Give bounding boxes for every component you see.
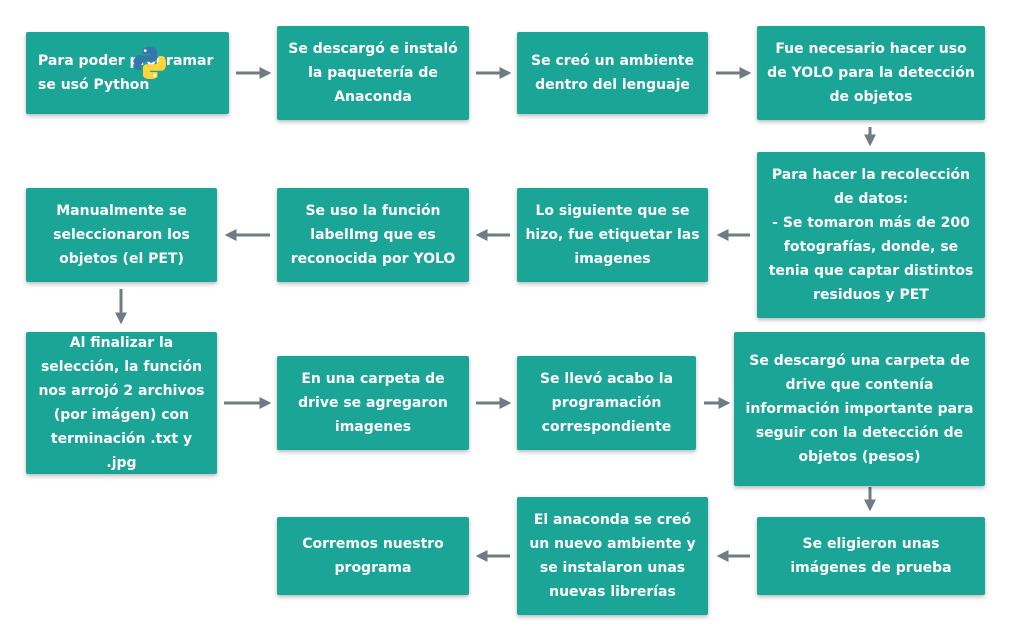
step-14-box: El anaconda se creó un nuevo ambiente y … <box>517 497 708 615</box>
step-10-text: En una carpeta de drive se agregaron ima… <box>298 371 448 435</box>
step-10-box: En una carpeta de drive se agregaron ima… <box>277 356 469 450</box>
step-7-box: Se uso la función labelImg que es recono… <box>277 188 469 282</box>
python-logo-icon <box>134 47 166 79</box>
step-4-box: Fue necesario hacer uso de YOLO para la … <box>757 26 985 120</box>
step-9-box: Al finalizar la selección, la función no… <box>26 332 217 474</box>
step-4-text: Fue necesario hacer uso de YOLO para la … <box>767 41 975 105</box>
step-11-text: Se llevó acabo la programación correspon… <box>539 371 674 435</box>
step-8-box: Manualmente se seleccionaron los objetos… <box>26 188 217 282</box>
step-13-box: Se eligieron unas imágenes de prueba <box>757 517 985 595</box>
step-3-text: Se creó un ambiente dentro del lenguaje <box>531 53 694 93</box>
step-11-box: Se llevó acabo la programación correspon… <box>517 356 696 450</box>
step-1-text: Para poder programar se usó Python <box>38 53 214 93</box>
step-12-box: Se descargó una carpeta de drive que con… <box>734 332 985 486</box>
step-13-text: Se eligieron unas imágenes de prueba <box>790 536 952 576</box>
step-3-box: Se creó un ambiente dentro del lenguaje <box>517 32 708 114</box>
step-6-text: Lo siguiente que se hizo, fue etiquetar … <box>525 203 700 267</box>
step-2-box: Se descargó e instaló la paquetería de A… <box>277 26 469 120</box>
step-1-box: Para poder programar se usó Python <box>26 32 229 114</box>
step-5-text: Para hacer la recolección de datos: - Se… <box>768 167 974 303</box>
step-14-text: El anaconda se creó un nuevo ambiente y … <box>529 512 696 600</box>
step-2-text: Se descargó e instaló la paquetería de A… <box>288 41 458 105</box>
step-9-text: Al finalizar la selección, la función no… <box>38 335 205 471</box>
step-5-box: Para hacer la recolección de datos: - Se… <box>757 152 985 318</box>
step-15-text: Corremos nuestro programa <box>302 536 444 576</box>
step-12-text: Se descargó una carpeta de drive que con… <box>745 353 974 465</box>
step-7-text: Se uso la función labelImg que es recono… <box>290 203 456 267</box>
step-8-text: Manualmente se seleccionaron los objetos… <box>53 203 190 267</box>
step-15-box: Corremos nuestro programa <box>277 517 469 595</box>
step-6-box: Lo siguiente que se hizo, fue etiquetar … <box>517 188 708 282</box>
